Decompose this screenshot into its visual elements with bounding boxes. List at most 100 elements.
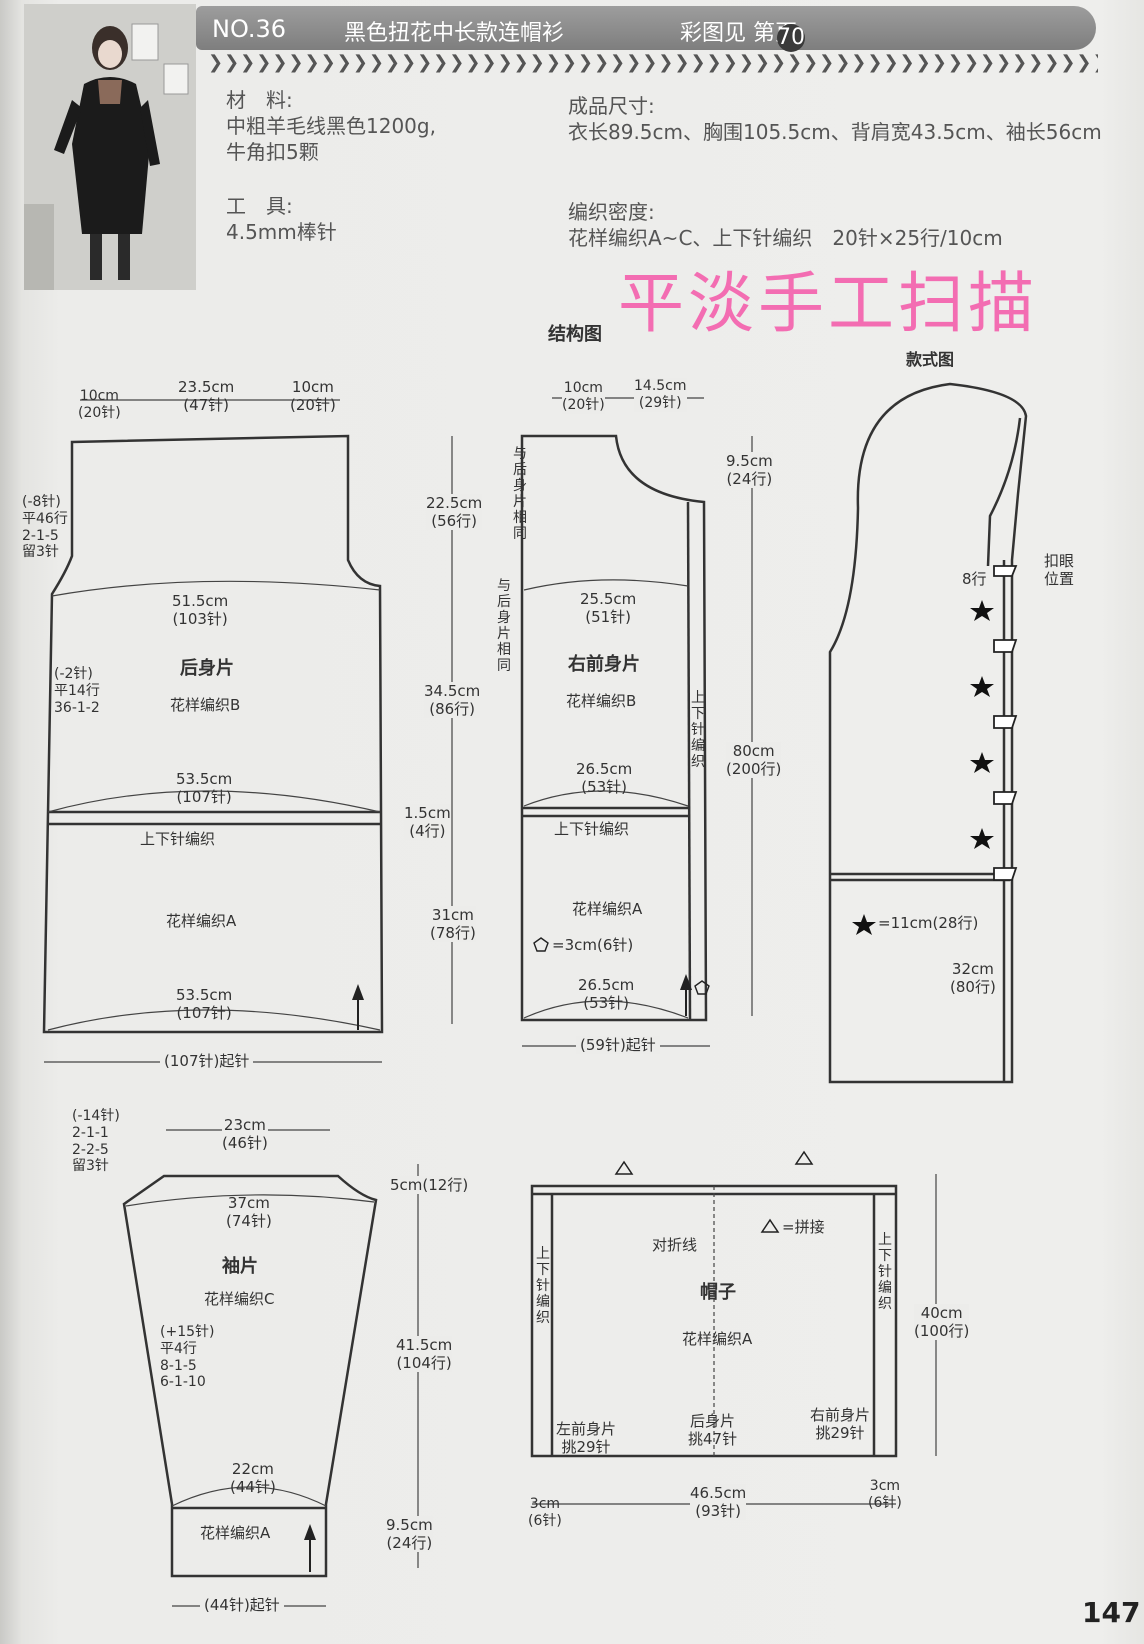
front-pentagon-note: =3cm(6针)	[552, 936, 634, 954]
sleeve-outline	[122, 1174, 378, 1578]
color-ref-prefix: 彩图见	[680, 21, 747, 46]
color-ref: 彩图见 第70页	[680, 15, 806, 52]
back-hem: 53.5cm (107针)	[176, 986, 233, 1022]
front-pattern-a: 花样编织A	[572, 900, 643, 918]
front-same-as-back-2: 与后身片相同	[497, 578, 511, 674]
hood-back-pick: 后身片 挑47针	[688, 1412, 738, 1448]
structure-title: 结构图	[548, 324, 602, 345]
sleeve-top: 23cm (46针)	[222, 1116, 268, 1152]
sleeve-inc-note: (+15针) 平4行 8-1-5 6-1-10	[160, 1324, 215, 1391]
back-pattern-b: 花样编织B	[170, 696, 241, 714]
hood-right-pick: 右前身片 挑29针	[810, 1406, 871, 1442]
front-outline	[520, 434, 708, 1022]
hood-left-pick: 左前身片 挑29针	[556, 1420, 617, 1456]
back-dim-3: 1.5cm (4行)	[404, 804, 451, 840]
arrows-markers	[304, 937, 814, 1572]
hood-triangle-right	[794, 1150, 814, 1165]
front-cast-on: (59针)起针	[576, 1036, 660, 1054]
hood-band-right-dim: 3cm (6针)	[868, 1478, 902, 1511]
sleeve-dim-2: 41.5cm (104行)	[396, 1336, 453, 1372]
materials-line2: 牛角扣5颗	[226, 140, 319, 164]
hood-width: 46.5cm (93针)	[690, 1484, 747, 1520]
pentagon-hem-icon	[694, 980, 710, 995]
garment-outlines	[42, 382, 1028, 1578]
back-chest-curve	[51, 580, 381, 597]
page-ref-badge: 70	[777, 24, 806, 52]
sleeve-cuff-curve	[171, 1486, 327, 1507]
star-legend-icon	[852, 914, 876, 935]
back-rib-label: 上下针编织	[140, 830, 216, 848]
front-hem-curve	[523, 1000, 689, 1019]
sleeve-pattern-a: 花样编织A	[200, 1524, 271, 1542]
style-dim: 32cm (80行)	[950, 960, 996, 996]
hood-name: 帽子	[700, 1282, 736, 1303]
back-pattern-a: 花样编织A	[166, 912, 237, 930]
size-label: 成品尺寸:	[568, 94, 655, 118]
page-number: 147	[1082, 1596, 1141, 1629]
front-hem: 26.5cm (53针)	[578, 976, 635, 1012]
front-chest: 25.5cm (51针)	[580, 590, 637, 626]
back-dim-1: 22.5cm (56行)	[426, 494, 483, 530]
star-icon-3	[970, 752, 994, 773]
gauge-label: 编织密度:	[568, 200, 655, 224]
toggle-icon-1	[993, 565, 1018, 577]
pattern-title: 黑色扭花中长款连帽衫	[344, 21, 565, 46]
sleeve-dim-3: 9.5cm (24行)	[386, 1516, 433, 1552]
back-hem-curve	[47, 1009, 381, 1031]
stars	[852, 600, 994, 935]
pentagon-legend-icon	[533, 937, 549, 952]
front-same-as-back-1: 与后身片相同	[513, 446, 527, 542]
model-silhouette	[24, 4, 196, 290]
back-waist: 53.5cm (107针)	[176, 770, 233, 806]
back-dim-2: 34.5cm (86行)	[424, 682, 481, 718]
front-top-right: 14.5cm (29针)	[634, 378, 687, 412]
sleeve-piece-name: 袖片	[222, 1256, 258, 1277]
front-piece-name: 右前身片	[568, 654, 640, 675]
toggle-icon-2	[993, 639, 1018, 653]
pattern-number: NO.36	[212, 15, 287, 43]
front-up-arrow	[680, 974, 692, 990]
sleeve-dim-1: 5cm(12行)	[390, 1176, 469, 1194]
back-waist-curve	[47, 790, 381, 813]
toggle-icon-4	[993, 791, 1018, 805]
style-title: 款式图	[906, 350, 955, 369]
front-waist-curve	[523, 790, 689, 807]
tools-label: 工 具:	[226, 194, 293, 218]
hood-band-left-dim: 3cm (6针)	[528, 1496, 562, 1529]
back-piece-name: 后身片	[180, 658, 234, 679]
front-waist: 26.5cm (53针)	[576, 760, 633, 796]
hood-pattern-a: 花样编织A	[682, 1330, 753, 1348]
toggle-icon-3	[993, 715, 1018, 729]
size-value: 衣长89.5cm、胸围105.5cm、背肩宽43.5cm、袖长56cm	[568, 120, 1102, 144]
front-dim-2: 80cm (200行)	[726, 742, 782, 778]
gauge-value: 花样编织A~C、上下针编织 20针×25行/10cm	[568, 226, 1003, 250]
tools-value: 4.5mm棒针	[226, 220, 337, 244]
back-cast-on: (107针)起针	[160, 1052, 254, 1070]
back-armhole-note: (-8针) 平46行 2-1-5 留3针	[22, 494, 68, 561]
model-photo	[24, 4, 196, 290]
materials-label: 材 料:	[226, 88, 293, 112]
front-top-left: 10cm (20针)	[562, 380, 605, 414]
hood-left-band: 上下针编织	[536, 1246, 550, 1326]
sleeve-pattern-c: 花样编织C	[204, 1290, 275, 1308]
style-star-note: =11cm(28行)	[878, 914, 979, 932]
hood-right-band: 上下针编织	[878, 1232, 892, 1312]
front-band-line	[686, 501, 692, 1021]
hood-height: 40cm (100行)	[914, 1304, 970, 1340]
back-chest: 51.5cm (103针)	[172, 592, 229, 628]
page-label-pre: 第	[753, 21, 776, 46]
sleeve-top-curve	[125, 1194, 375, 1207]
style-buttonhole: 扣眼 位置	[1044, 552, 1075, 588]
back-outline	[42, 434, 384, 1034]
back-up-arrow	[352, 984, 364, 1000]
materials-line1: 中粗羊毛线黑色1200g,	[226, 114, 436, 138]
back-top-mid: 23.5cm (47针)	[178, 378, 235, 414]
sleeve-cast-on: (44针)起针	[200, 1596, 284, 1614]
toggles	[993, 565, 1018, 881]
front-band-label: 上下针编织	[691, 690, 705, 770]
header-banner: NO.36 黑色扭花中长款连帽衫 彩图见 第70页	[196, 6, 1096, 52]
front-chest-curve	[523, 579, 689, 591]
front-rib-label: 上下针编织	[554, 820, 630, 838]
front-pattern-b: 花样编织B	[566, 692, 637, 710]
